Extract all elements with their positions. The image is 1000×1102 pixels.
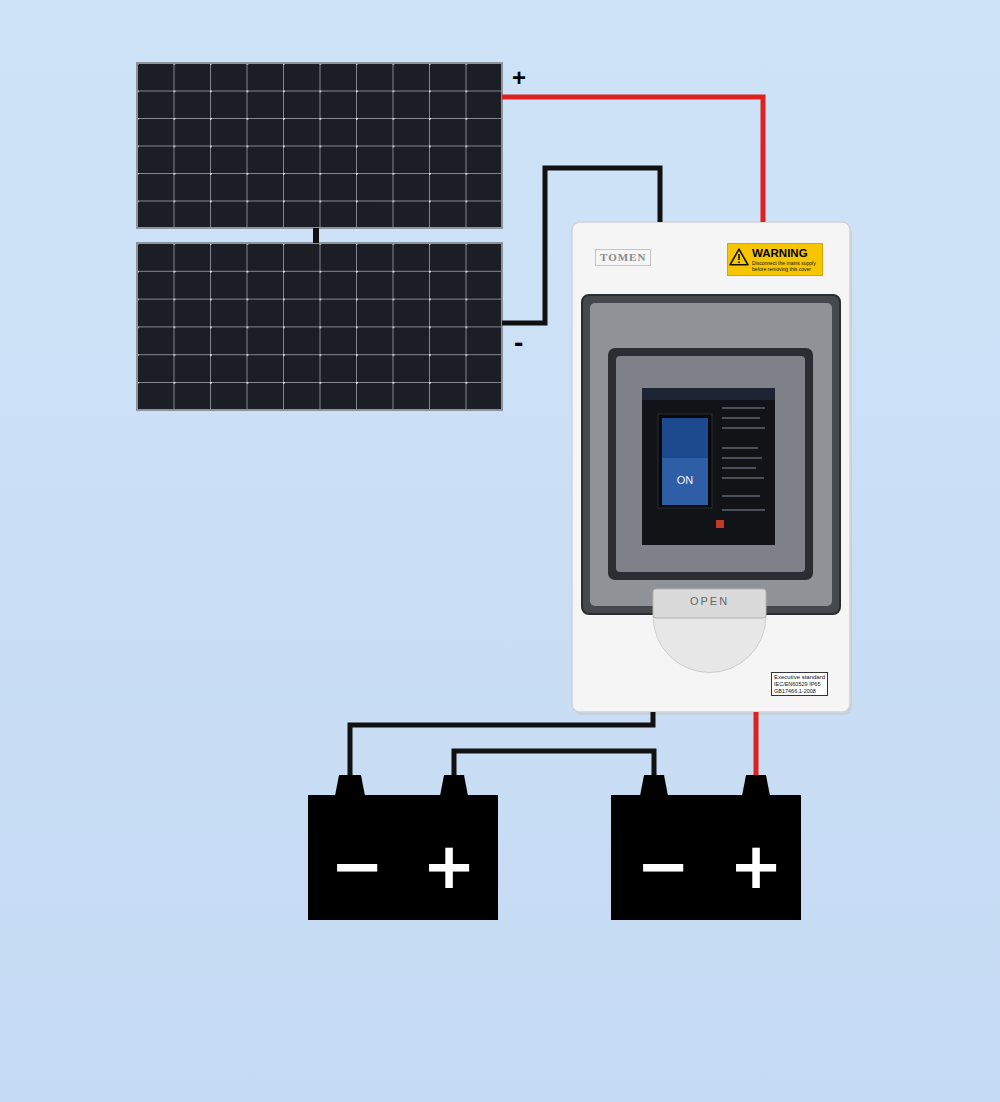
- battery: −+: [308, 775, 498, 920]
- battery-terminal: [440, 775, 468, 796]
- battery-body: [611, 795, 801, 920]
- wire: [454, 751, 654, 775]
- terminal-sign: +: [419, 828, 479, 904]
- battery-body: [308, 795, 498, 920]
- solar-panel: +: [137, 63, 502, 228]
- battery-terminal: [742, 775, 770, 796]
- terminal-sign: +: [726, 828, 786, 904]
- distribution-box: TOMEN OPEN WARNINGDisconnect the mains sup…: [572, 222, 850, 712]
- latch-tab: [653, 589, 766, 618]
- warning-mark: [738, 254, 740, 260]
- breaker-markings: [722, 408, 765, 510]
- warning-triangle: [730, 249, 748, 265]
- box-housing: [572, 222, 850, 712]
- warning-icon: [729, 248, 749, 266]
- wire: [502, 97, 763, 222]
- standard-text: GB17466.1-2008: [774, 688, 825, 695]
- breaker-body: [642, 388, 775, 545]
- breaker-band: [642, 388, 775, 400]
- inner-glass: [616, 356, 805, 572]
- warning-title: WARNING: [752, 247, 819, 260]
- panel-cells: [137, 243, 502, 410]
- battery: [308, 775, 498, 920]
- solar-panel: -: [137, 243, 502, 410]
- solar-panel: [137, 243, 502, 410]
- distribution-box: [572, 222, 852, 715]
- switch-state: ON: [662, 472, 708, 488]
- box-window: [582, 295, 840, 614]
- polarity-label: -: [514, 329, 523, 357]
- battery: −+: [611, 775, 801, 920]
- warning-dot: [738, 261, 740, 263]
- toggle-bottom: [662, 458, 708, 505]
- battery-terminal: [640, 775, 668, 796]
- circuit-breaker: ON: [642, 388, 775, 545]
- standard-text: IEC/EN60529 IP65: [774, 681, 825, 688]
- standard-label: Executive standardIEC/EN60529 IP65GB1746…: [771, 672, 828, 696]
- window-glass: [590, 303, 832, 606]
- inner-frame: [608, 348, 813, 580]
- toggle-top: [662, 418, 708, 458]
- brand-label: TOMEN: [595, 249, 651, 266]
- wire: [502, 168, 660, 323]
- breaker-indicator: [716, 520, 724, 528]
- latch-label: OPEN: [653, 591, 766, 611]
- terminal-sign: −: [633, 828, 693, 904]
- warning-text: Disconnect the mains supply before remov…: [752, 260, 819, 272]
- polarity-label: +: [512, 66, 526, 90]
- solar-panel: [137, 63, 502, 228]
- standard-title: Executive standard: [774, 674, 825, 681]
- battery-terminal: [335, 775, 365, 796]
- latch-recess: [653, 616, 766, 673]
- wire: [313, 228, 319, 243]
- wire: [350, 712, 653, 775]
- panel-cells: [137, 63, 502, 228]
- warning-label: WARNINGDisconnect the mains supply befor…: [727, 243, 823, 276]
- toggle-slot: [658, 414, 712, 508]
- wire: [754, 712, 759, 775]
- battery: [611, 775, 801, 920]
- terminal-sign: −: [327, 828, 387, 904]
